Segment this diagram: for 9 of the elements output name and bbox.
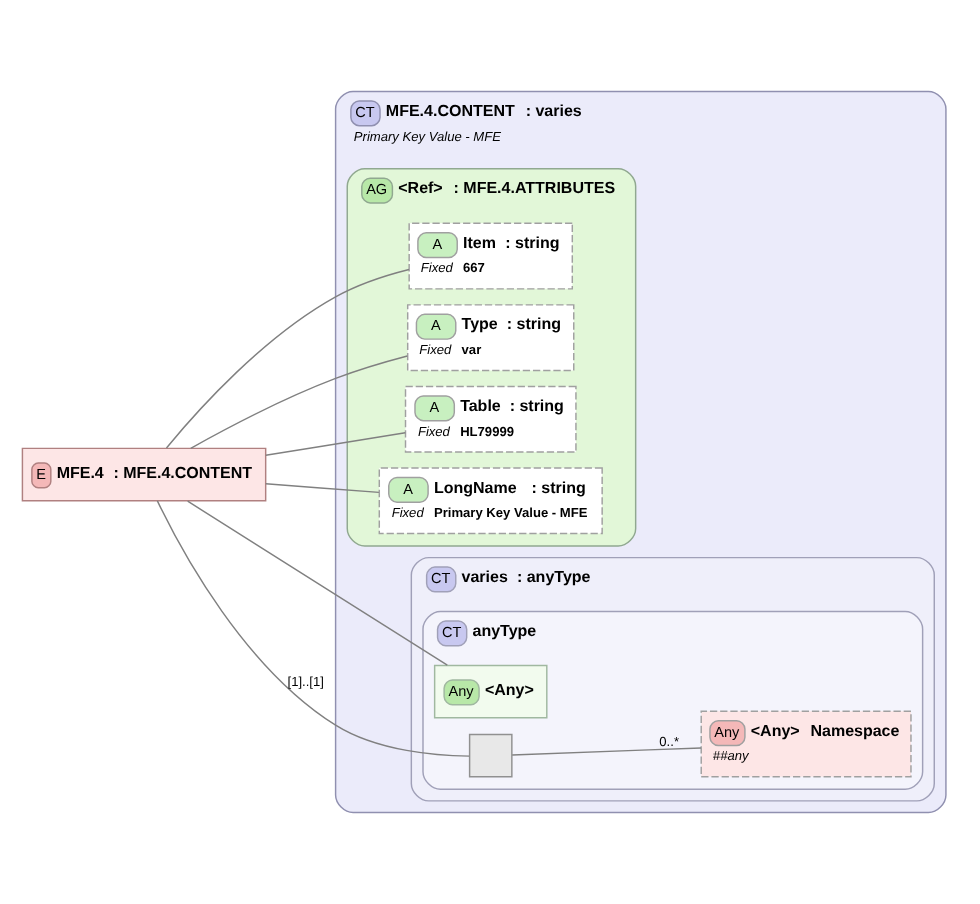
node-box: E MFE.4 : MFE.4.CONTENT <box>21 447 267 502</box>
connector <box>265 432 407 456</box>
connector <box>165 268 410 449</box>
node-box: Any <Any> <box>433 664 548 719</box>
connector <box>190 355 409 450</box>
connector <box>511 747 702 756</box>
node-box <box>468 733 513 778</box>
connector <box>186 500 449 666</box>
connector <box>265 483 380 494</box>
